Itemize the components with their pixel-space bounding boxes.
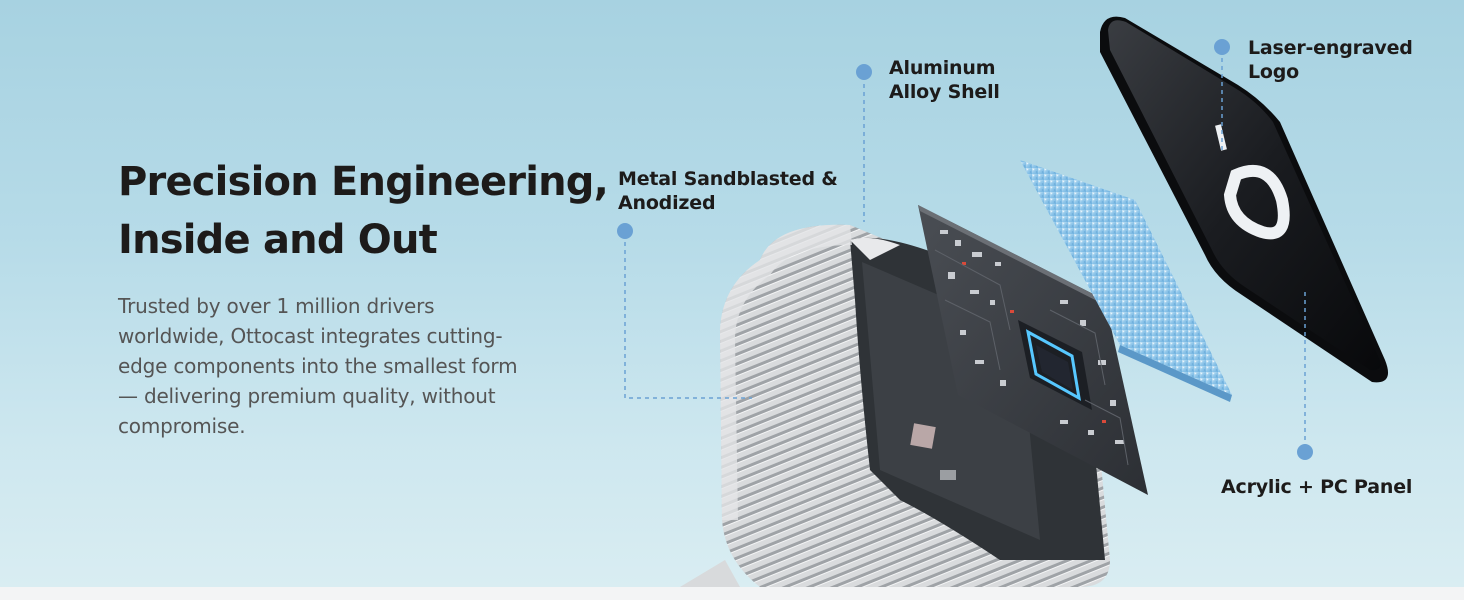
thermal-pad-part [1020,160,1232,402]
hero-banner: Precision Engineering, Inside and Out Tr… [0,0,1464,587]
hero-description: Trusted by over 1 million drivers worldw… [118,294,518,438]
hero-title: Precision Engineering, Inside and Out [118,159,609,263]
exploded-device-illustration [617,16,1389,587]
circuit-board-part [918,205,1148,495]
callout-acrylic-panel: Acrylic + PC Panel [1221,476,1413,498]
callout-lines [617,39,1313,460]
acrylic-panel-part [1100,16,1389,383]
bottom-strip [0,587,1464,600]
callout-laser-logo: Laser-engraved Logo [1248,37,1413,83]
callout-metal-finish: Metal Sandblasted & Anodized [618,168,838,214]
callout-aluminum-shell: Aluminum Alloy Shell [889,57,1000,103]
